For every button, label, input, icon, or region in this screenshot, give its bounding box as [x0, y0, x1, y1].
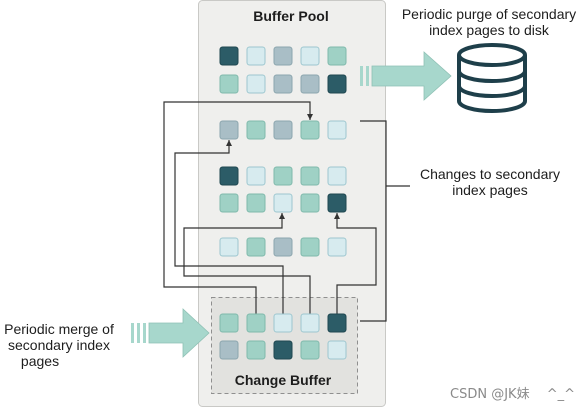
changes-bracket: [360, 120, 410, 322]
page-green: [219, 74, 239, 94]
pool-group-3: [219, 166, 347, 213]
buffer-pool-title: Buffer Pool: [253, 8, 328, 24]
page-light: [327, 166, 347, 186]
merge-label-line3: pages: [21, 353, 59, 369]
change-buffer-title: Change Buffer: [235, 372, 332, 388]
page-green: [300, 120, 320, 140]
purge-arrow-stripe: [360, 66, 363, 86]
page-light: [219, 237, 239, 257]
pool-group-4: [219, 237, 347, 257]
connector-to-pool-dark-mid: [334, 213, 377, 315]
page-dark: [273, 340, 293, 360]
page-green: [246, 313, 266, 333]
connector-to-pool-slate-top: [163, 101, 313, 315]
merge-connectors: [163, 101, 410, 322]
connector-to-pool-light-lower: [174, 140, 284, 315]
purge-label-line1: Periodic purge of secondary: [402, 6, 576, 22]
page-green: [219, 313, 239, 333]
page-green: [219, 193, 239, 213]
page-green: [246, 120, 266, 140]
page-slate: [273, 46, 293, 66]
merge-label-line1: Periodic merge of: [4, 321, 114, 337]
page-dark: [219, 166, 239, 186]
page-light: [273, 193, 293, 213]
page-slate: [273, 120, 293, 140]
purge-arrow-body: [371, 51, 452, 101]
changes-label-line2: index pages: [452, 182, 528, 198]
page-light: [327, 340, 347, 360]
page-slate: [273, 237, 293, 257]
page-dark: [219, 46, 239, 66]
page-green: [300, 340, 320, 360]
change-buffer-pages: [219, 313, 347, 360]
page-green: [327, 46, 347, 66]
merge-label-line2: secondary index: [8, 337, 110, 353]
merge-arrow-stripe: [137, 323, 140, 343]
page-light: [246, 46, 266, 66]
pool-group-1: [219, 46, 347, 94]
page-light: [246, 74, 266, 94]
page-slate: [273, 74, 293, 94]
merge-arrow-body: [148, 308, 210, 358]
page-green: [300, 237, 320, 257]
page-slate: [219, 340, 239, 360]
page-light: [327, 120, 347, 140]
page-green: [246, 237, 266, 257]
page-slate: [219, 120, 239, 140]
page-light: [300, 313, 320, 333]
page-dark: [327, 193, 347, 213]
merge-arrow-stripe: [143, 323, 146, 343]
page-green: [300, 193, 320, 213]
purge-arrow-stripe: [366, 66, 369, 86]
page-green: [273, 166, 293, 186]
watermark: CSDN @JK妹 ^_^: [450, 387, 575, 402]
page-dark: [327, 313, 347, 333]
page-dark: [327, 74, 347, 94]
pool-group-2: [219, 120, 347, 140]
page-green: [246, 340, 266, 360]
merge-arrow: [131, 308, 210, 358]
purge-label-line2: index pages to disk: [429, 22, 550, 38]
disk-icon: [457, 43, 527, 113]
connector-to-pool-light-mid: [183, 213, 311, 315]
page-light: [246, 166, 266, 186]
page-light: [327, 237, 347, 257]
page-light: [273, 313, 293, 333]
page-light: [300, 46, 320, 66]
page-green: [246, 193, 266, 213]
page-slate: [300, 74, 320, 94]
merge-arrow-stripe: [131, 323, 134, 343]
changes-label-line1: Changes to secondary: [420, 166, 560, 182]
page-grid: [219, 46, 347, 360]
page-green: [300, 166, 320, 186]
purge-arrow: [360, 51, 452, 101]
